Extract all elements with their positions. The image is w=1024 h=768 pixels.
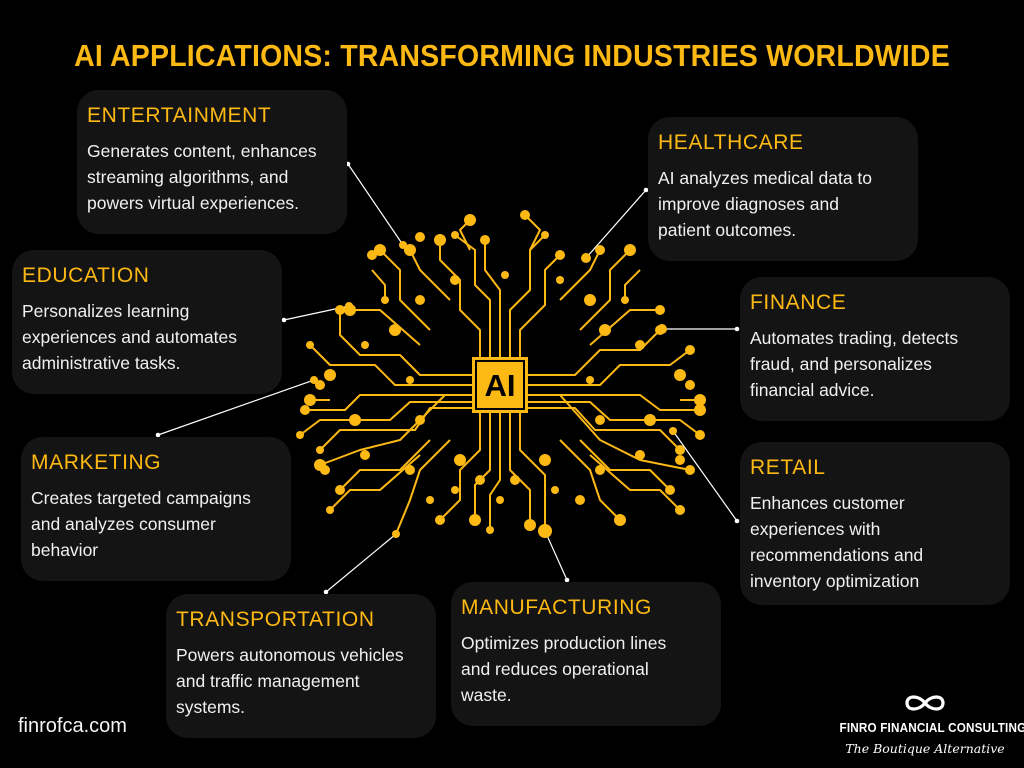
card-manufacturing: MANUFACTURING Optimizes production lines … — [451, 582, 721, 726]
card-description: Personalizes learning experiences and au… — [22, 301, 237, 373]
circuit-nodes — [296, 210, 706, 538]
card-education: EDUCATION Personalizes learning experienc… — [12, 250, 282, 394]
card-marketing: MARKETING Creates targeted campaigns and … — [21, 437, 291, 581]
card-entertainment: ENTERTAINMENT Generates content, enhances… — [77, 90, 347, 234]
card-description: AI analyzes medical data to improve diag… — [658, 168, 873, 240]
card-transportation: TRANSPORTATION Powers autonomous vehicles… — [166, 594, 436, 738]
card-description: Creates targeted campaigns and analyzes … — [31, 488, 251, 560]
website-link[interactable]: finrofca.com — [18, 715, 127, 737]
card-finance: FINANCE Automates trading, detects fraud,… — [740, 277, 1010, 421]
card-heading: FINANCE — [750, 291, 847, 314]
card-heading: EDUCATION — [22, 264, 150, 287]
card-description: Powers autonomous vehicles and traffic m… — [176, 645, 404, 717]
card-heading: ENTERTAINMENT — [87, 104, 272, 127]
card-heading: HEALTHCARE — [658, 131, 804, 154]
card-heading: RETAIL — [750, 456, 826, 479]
connector-lines — [155, 161, 740, 595]
card-description: Enhances customer experiences with recom… — [750, 493, 924, 591]
card-description: Optimizes production lines and reduces o… — [461, 633, 667, 705]
card-retail: RETAIL Enhances customer experiences with… — [740, 442, 1010, 605]
card-heading: MARKETING — [31, 451, 162, 474]
ai-chip-icon: AI — [472, 357, 528, 413]
infinity-icon — [905, 695, 945, 711]
ai-chip-label: AI — [485, 368, 516, 403]
brand-name: FINRO FINANCIAL CONSULTING — [839, 720, 1024, 735]
brand-tagline: The Boutique Alternative — [845, 741, 1005, 756]
card-description: Generates content, enhances streaming al… — [87, 141, 317, 213]
card-heading: TRANSPORTATION — [176, 608, 375, 631]
page-title: AI APPLICATIONS: TRANSFORMING INDUSTRIES… — [74, 38, 950, 73]
card-description: Automates trading, detects fraud, and pe… — [750, 328, 959, 400]
card-healthcare: HEALTHCARE AI analyzes medical data to im… — [648, 117, 918, 261]
brand-logo: FINRO FINANCIAL CONSULTING The Boutique … — [830, 692, 1024, 756]
card-heading: MANUFACTURING — [461, 596, 652, 619]
